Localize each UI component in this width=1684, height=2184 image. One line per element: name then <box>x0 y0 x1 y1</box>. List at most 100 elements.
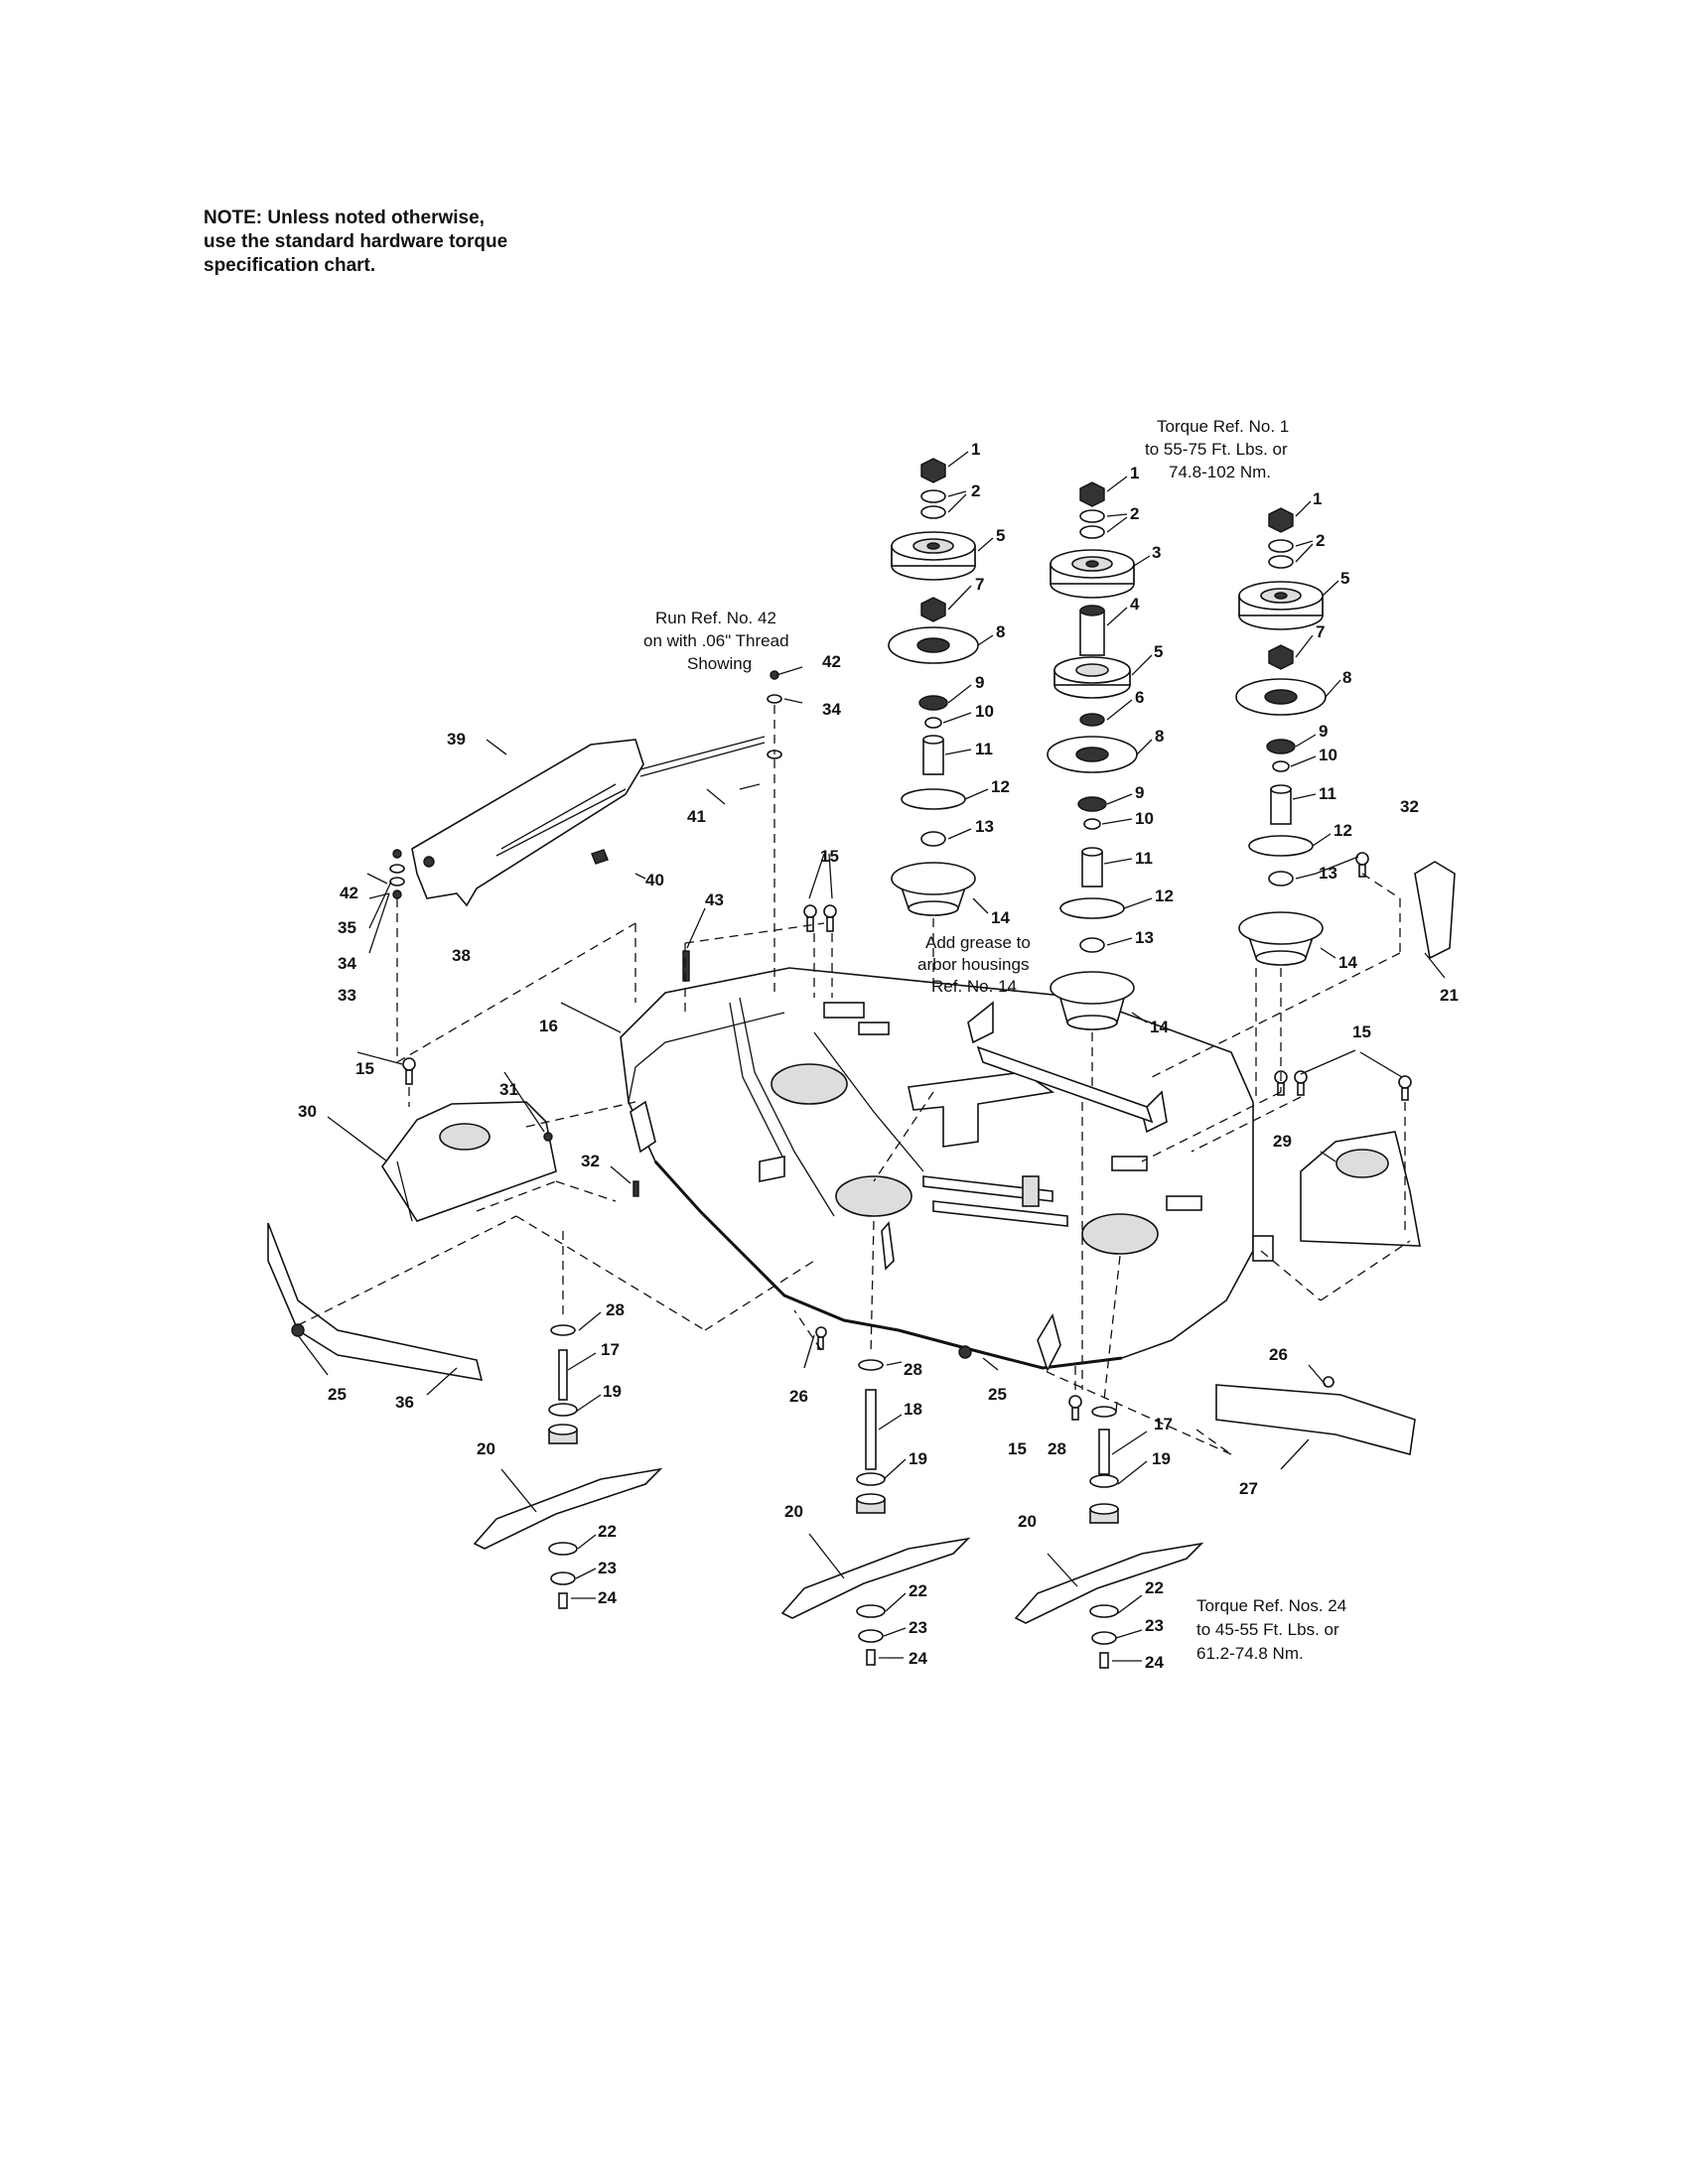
left-spindle-stack <box>888 458 979 916</box>
callout-42: 42 <box>340 884 358 902</box>
mower-deck-housing <box>620 967 1274 1373</box>
callout-5: 5 <box>996 526 1005 545</box>
callout-25: 25 <box>328 1385 347 1404</box>
callout-1: 1 <box>1313 489 1322 508</box>
bearing-plate <box>1235 678 1327 716</box>
right-bumper-bar <box>1215 1384 1416 1456</box>
callout-26: 26 <box>1269 1345 1288 1364</box>
nut <box>1079 481 1105 507</box>
callout-2: 2 <box>971 481 980 500</box>
bearing-plate <box>1047 736 1138 773</box>
callout-11: 11 <box>1135 849 1153 868</box>
callout-38: 38 <box>452 946 471 965</box>
annotation-line: to 55-75 Ft. Lbs. or <box>1145 440 1288 459</box>
callout-13: 13 <box>1135 928 1154 947</box>
callout-39: 39 <box>447 730 466 749</box>
right-blade-assembly <box>1014 1406 1204 1669</box>
callout-8: 8 <box>1155 727 1164 746</box>
callout-8: 8 <box>996 622 1005 641</box>
callout-22: 22 <box>1145 1578 1164 1597</box>
nut <box>1268 644 1294 670</box>
spacer-tube <box>1079 605 1105 656</box>
callout-23: 23 <box>598 1559 617 1577</box>
callout-1: 1 <box>1130 464 1139 482</box>
pulley <box>1238 581 1324 630</box>
note-line: specification chart. <box>204 255 376 276</box>
callout-9: 9 <box>1135 783 1144 802</box>
callout-33: 33 <box>338 986 356 1005</box>
arbor-housing <box>1238 911 1324 966</box>
spacer-tube <box>922 735 944 775</box>
callout-35: 35 <box>338 918 356 937</box>
hardware-torque-note: NOTE: Unless noted otherwise, use the st… <box>204 206 601 278</box>
callout-34: 34 <box>822 700 841 719</box>
callout-14: 14 <box>1150 1018 1169 1036</box>
annotation-line: arbor housings <box>917 955 1029 974</box>
spacer <box>1083 818 1101 830</box>
washer <box>1268 539 1294 553</box>
washer <box>920 505 946 519</box>
callout-30: 30 <box>298 1102 317 1121</box>
pulley <box>1050 549 1135 599</box>
grease-annotation: Add grease to arbor housings Ref. No. 14 <box>917 933 1031 996</box>
annotation-line: Showing <box>687 654 752 673</box>
callout-24: 24 <box>1145 1653 1164 1672</box>
washer <box>920 489 946 503</box>
callout-12: 12 <box>1333 821 1352 840</box>
annotation-line: Add grease to <box>925 933 1031 952</box>
callout-5: 5 <box>1154 642 1163 661</box>
right-spindle-stack <box>1235 507 1327 966</box>
callout-15: 15 <box>355 1059 374 1078</box>
callout-43: 43 <box>705 890 724 909</box>
callout-26: 26 <box>789 1387 808 1406</box>
callout-42: 42 <box>822 652 841 671</box>
callout-32: 32 <box>1400 797 1419 816</box>
bearing <box>1079 937 1105 953</box>
callout-19: 19 <box>909 1449 927 1468</box>
annotation-line: to 45-55 Ft. Lbs. or <box>1196 1620 1339 1639</box>
assembly-guide-lines <box>297 705 1411 1455</box>
spacer <box>1272 760 1290 772</box>
washer <box>1079 509 1105 523</box>
callout-24: 24 <box>909 1649 927 1668</box>
callout-leaders <box>297 451 1446 1662</box>
annotation-line: Ref. No. 14 <box>931 977 1017 996</box>
callout-13: 13 <box>975 817 994 836</box>
callout-32: 32 <box>581 1152 600 1170</box>
callout-15: 15 <box>1352 1023 1371 1041</box>
bracket <box>1414 861 1456 960</box>
callout-20: 20 <box>784 1502 803 1521</box>
left-side-shield <box>381 1101 557 1222</box>
shield-washer <box>901 788 966 810</box>
callout-11: 11 <box>975 740 993 758</box>
nut <box>920 458 946 483</box>
bearing <box>1268 871 1294 887</box>
callout-28: 28 <box>1048 1439 1066 1458</box>
callout-31: 31 <box>499 1080 518 1099</box>
callout-20: 20 <box>1018 1512 1037 1531</box>
bearing <box>918 695 948 711</box>
callout-17: 17 <box>601 1340 620 1359</box>
callout-8: 8 <box>1342 668 1351 687</box>
callout-2: 2 <box>1316 531 1325 550</box>
callout-19: 19 <box>603 1382 622 1401</box>
washer <box>1079 525 1105 539</box>
nut <box>1268 507 1294 533</box>
callout-7: 7 <box>975 575 984 594</box>
callout-25: 25 <box>988 1385 1007 1404</box>
callout-34: 34 <box>338 954 356 973</box>
bearing <box>1266 739 1296 754</box>
spacer-tube <box>1270 784 1292 825</box>
callout-18: 18 <box>904 1400 922 1419</box>
callout-22: 22 <box>909 1581 927 1600</box>
callout-10: 10 <box>1135 809 1154 828</box>
pulley <box>891 531 976 581</box>
arbor-housing <box>891 862 976 916</box>
arbor-housing <box>1050 971 1135 1030</box>
bearing <box>1077 796 1107 812</box>
torque-annotation-ref-24: Torque Ref. Nos. 24 to 45-55 Ft. Lbs. or… <box>1196 1596 1346 1663</box>
callout-5: 5 <box>1340 569 1349 588</box>
note-line: NOTE: Unless noted otherwise, <box>204 207 485 228</box>
nut <box>1079 713 1105 727</box>
left-bumper-bar <box>267 1222 484 1381</box>
